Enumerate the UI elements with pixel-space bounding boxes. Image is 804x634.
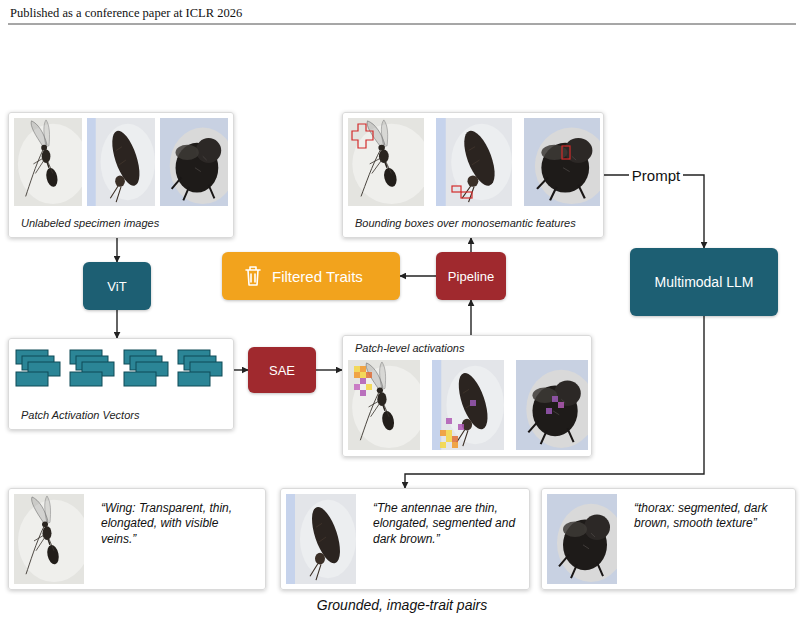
image-panel: Bounding boxes over monosemantic feature… [342,112,604,238]
trait-text: “The antennae are thin, elongated, segme… [373,501,519,547]
arrow-connector [400,275,436,276]
trait-panel: “thorax: segmented, dark brown, smooth t… [541,488,796,590]
box-label: SAE [269,363,295,378]
panel-caption: Bounding boxes over monosemantic feature… [355,217,593,229]
arrow-connector [234,369,248,370]
model-box: ViT [83,262,151,310]
vector-panel: Patch Activation Vectors [8,338,234,430]
trash-icon [244,265,262,287]
panel-caption: Unlabeled specimen images [21,217,223,229]
arrow-connector [316,369,342,370]
image-panel: Unlabeled specimen images [8,112,234,238]
panel-caption: Patch-level activations [355,342,581,354]
arrow-connector [470,300,471,335]
image-panel: Patch-level activations [342,335,592,457]
process-box: SAE [248,347,316,393]
arrow-connector [405,316,704,488]
trait-panel: “The antennae are thin, elongated, segme… [280,488,530,590]
arrow-connector [116,238,117,262]
figure-caption: Grounded, image-trait pairs [317,597,487,613]
arrow-connector [116,310,117,338]
output-box: Filtered Traits [222,252,400,300]
process-box: Pipeline [436,252,506,300]
page-header: Published as a conference paper at ICLR … [10,6,242,21]
box-label: Pipeline [448,269,494,284]
box-label: Filtered Traits [272,268,363,285]
arrow-connector [470,238,471,252]
trait-text: “thorax: segmented, dark brown, smooth t… [634,501,785,532]
panel-caption: Patch Activation Vectors [21,409,223,421]
arrow-connector [604,175,704,248]
edge-label: Prompt [629,167,683,184]
trait-text: “Wing: Transparent, thin, elongated, wit… [101,501,255,547]
model-box: Multimodal LLM [630,248,778,316]
box-label: Multimodal LLM [655,274,754,290]
trait-panel: “Wing: Transparent, thin, elongated, wit… [8,488,266,590]
box-label: ViT [107,279,126,294]
